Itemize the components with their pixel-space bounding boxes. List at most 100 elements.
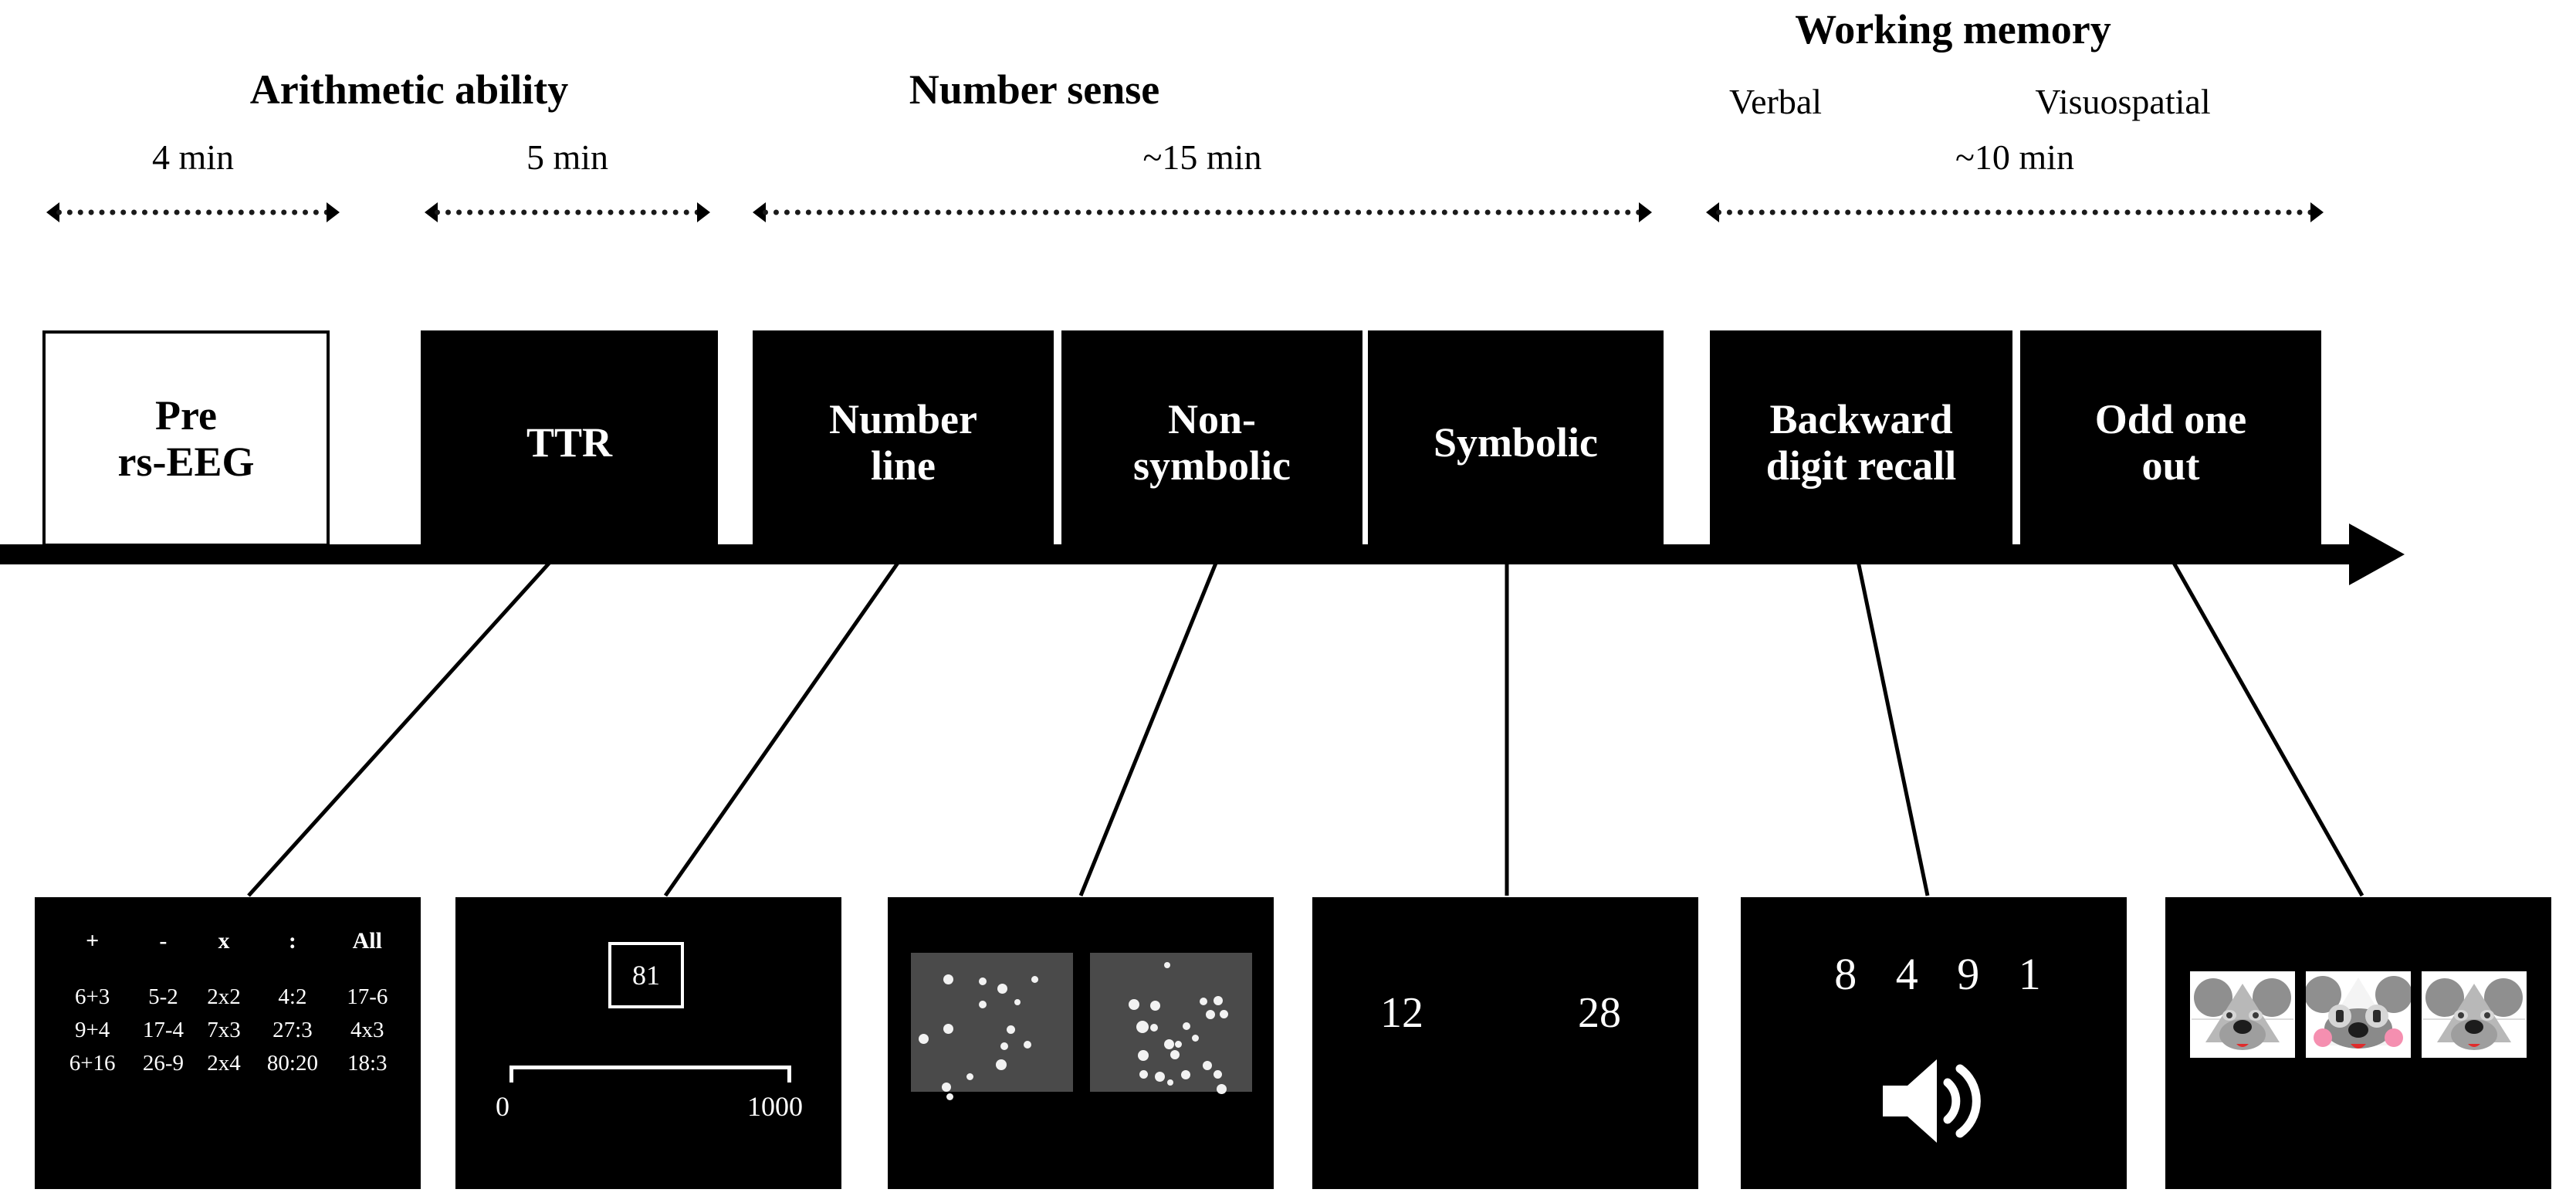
timeline-box-label-line2: line	[870, 442, 936, 489]
phase-title-arithmetic: Arithmetic ability	[249, 66, 569, 113]
dot-array-right	[1090, 953, 1252, 1094]
ttr-cell: 27:3	[272, 1018, 313, 1042]
symbolic-number-right: 28	[1578, 989, 1621, 1037]
symbolic-number-left: 12	[1380, 989, 1423, 1037]
arrow-shaft	[1716, 209, 2314, 215]
ttr-header-cell: All	[352, 928, 382, 954]
duration-arrow-number-sense	[753, 202, 1652, 222]
mouse-face-standard-icon	[2192, 978, 2293, 1050]
ttr-row: 6+16 26-9 2x4 80:20 18:3	[55, 1047, 401, 1080]
arrow-head-right	[697, 202, 710, 222]
arrow-head-left	[753, 202, 766, 222]
ttr-cell: 5-2	[148, 984, 178, 1009]
number-line-rule	[509, 1066, 790, 1069]
timeline-box-label-line1: Non-	[1167, 395, 1256, 442]
mouse-face-odd-icon	[2306, 976, 2411, 1049]
number-line-tick-left	[509, 1066, 513, 1082]
arrow-shaft	[56, 209, 330, 215]
number-line-label-left: 0	[496, 1091, 509, 1122]
connector-non-symbolic	[1078, 557, 1220, 896]
arrow-head-left	[1706, 202, 1719, 222]
timeline-box-label-line1: Pre	[155, 391, 217, 439]
timeline-box-label-line1: Number	[829, 395, 977, 442]
arrow-shaft	[763, 209, 1642, 215]
ttr-cell: 4:2	[278, 984, 307, 1009]
stimulus-panel-backward-digit-recall: 8 4 9 1	[1741, 897, 2127, 1189]
duration-label-working-memory: ~10 min	[1955, 137, 2074, 177]
phase-title-number-sense: Number sense	[909, 66, 1160, 113]
arrow-head-right	[1639, 202, 1652, 222]
arrow-shaft	[435, 209, 700, 215]
ttr-header-cell: -	[159, 928, 168, 954]
ttr-cell: 2x4	[207, 1051, 241, 1076]
duration-arrow-arithmetic	[425, 202, 710, 222]
stimulus-panel-symbolic: 12 28	[1312, 897, 1698, 1189]
ttr-row: 6+3 5-2 2x2 4:2 17-6	[55, 981, 401, 1014]
ttr-header-cell: :	[288, 928, 296, 954]
odd-one-out-card-1[interactable]	[2190, 971, 2295, 1058]
timeline-box-odd-one-out[interactable]: Odd one out	[2020, 330, 2321, 554]
timeline-box-label-line1: Odd one	[2094, 395, 2247, 442]
connector-digit-recall	[1855, 557, 1930, 896]
timeline-box-symbolic[interactable]: Symbolic	[1368, 330, 1664, 554]
arrow-head-right	[327, 202, 340, 222]
ttr-row: 9+4 17-4 7x3 27:3 4x3	[55, 1014, 401, 1047]
connector-number-line	[663, 556, 904, 897]
connector-ttr	[247, 556, 556, 897]
timeline-box-label-line2: symbolic	[1132, 442, 1291, 489]
duration-label-number-sense: ~15 min	[1142, 137, 1262, 177]
ttr-cell: 7x3	[207, 1018, 241, 1042]
ttr-cell: 80:20	[266, 1051, 318, 1076]
phase-subtitle-verbal: Verbal	[1728, 82, 1823, 121]
ttr-cell: 17-4	[142, 1018, 184, 1042]
ttr-cell: 18:3	[347, 1051, 388, 1076]
timeline-arrowhead	[2349, 523, 2405, 585]
odd-one-out-card-3[interactable]	[2422, 971, 2527, 1058]
stimulus-panel-non-symbolic	[888, 897, 1274, 1189]
ttr-cell: 6+16	[69, 1051, 116, 1076]
arrow-head-right	[2310, 202, 2324, 222]
ttr-cell: 4x3	[350, 1018, 384, 1042]
number-line-target-value: 81	[632, 960, 660, 991]
ttr-cell: 17-6	[347, 984, 388, 1009]
dot-array-left	[911, 953, 1073, 1100]
arrow-head-left	[46, 202, 59, 222]
ttr-header-cell: +	[86, 928, 100, 954]
ttr-header-cell: x	[218, 928, 230, 954]
ttr-cell: 26-9	[142, 1051, 184, 1076]
timeline-box-label-line1: TTR	[526, 418, 613, 466]
phase-title-working-memory: Working memory	[1795, 6, 2111, 53]
duration-label-pre-eeg: 4 min	[151, 137, 235, 177]
stimulus-panel-ttr: + - x : All 6+3 5-2 2x2 4:2 17-6 9+4 17-	[35, 897, 421, 1189]
ttr-header-row: + - x : All	[55, 925, 401, 981]
ttr-cell: 6+3	[74, 984, 110, 1009]
number-line-label-right: 1000	[747, 1091, 803, 1122]
timeline-box-label-line2: rs-EEG	[117, 439, 255, 485]
ttr-table: + - x : All 6+3 5-2 2x2 4:2 17-6 9+4 17-	[55, 925, 401, 1080]
number-line-tick-right	[787, 1066, 791, 1082]
mouse-face-standard-icon	[2423, 978, 2525, 1050]
digit-recall-sequence: 8 4 9 1	[1834, 949, 2055, 999]
timeline-box-label-line2: digit recall	[1765, 442, 1957, 489]
timeline-box-label-line1: Symbolic	[1433, 418, 1599, 466]
timeline-box-pre-rs-eeg[interactable]: Pre rs-EEG	[42, 330, 330, 547]
timeline-box-label-line2: out	[2141, 442, 2200, 489]
phase-subtitle-visuospatial: Visuospatial	[2035, 82, 2211, 121]
ttr-cell: 2x2	[207, 984, 241, 1009]
duration-arrow-pre-eeg	[46, 202, 340, 222]
timeline-box-non-symbolic[interactable]: Non- symbolic	[1061, 330, 1362, 554]
timeline-box-ttr[interactable]: TTR	[421, 330, 718, 554]
stimulus-panel-number-line: 81 0 1000	[455, 897, 841, 1189]
timeline-box-number-line[interactable]: Number line	[753, 330, 1054, 554]
odd-one-out-card-2[interactable]	[2306, 971, 2411, 1058]
timeline-box-backward-digit-recall[interactable]: Backward digit recall	[1710, 330, 2012, 554]
connector-odd-one-out	[2168, 556, 2364, 897]
duration-label-arithmetic: 5 min	[526, 137, 609, 177]
timeline-box-label-line1: Backward	[1769, 395, 1953, 442]
duration-arrow-working-memory	[1706, 202, 2324, 222]
speaker-icon	[1883, 1059, 1981, 1143]
arrow-head-left	[425, 202, 438, 222]
stimulus-panel-odd-one-out	[2165, 897, 2551, 1189]
number-line-target-box: 81	[608, 942, 684, 1008]
ttr-cell: 9+4	[74, 1018, 110, 1042]
